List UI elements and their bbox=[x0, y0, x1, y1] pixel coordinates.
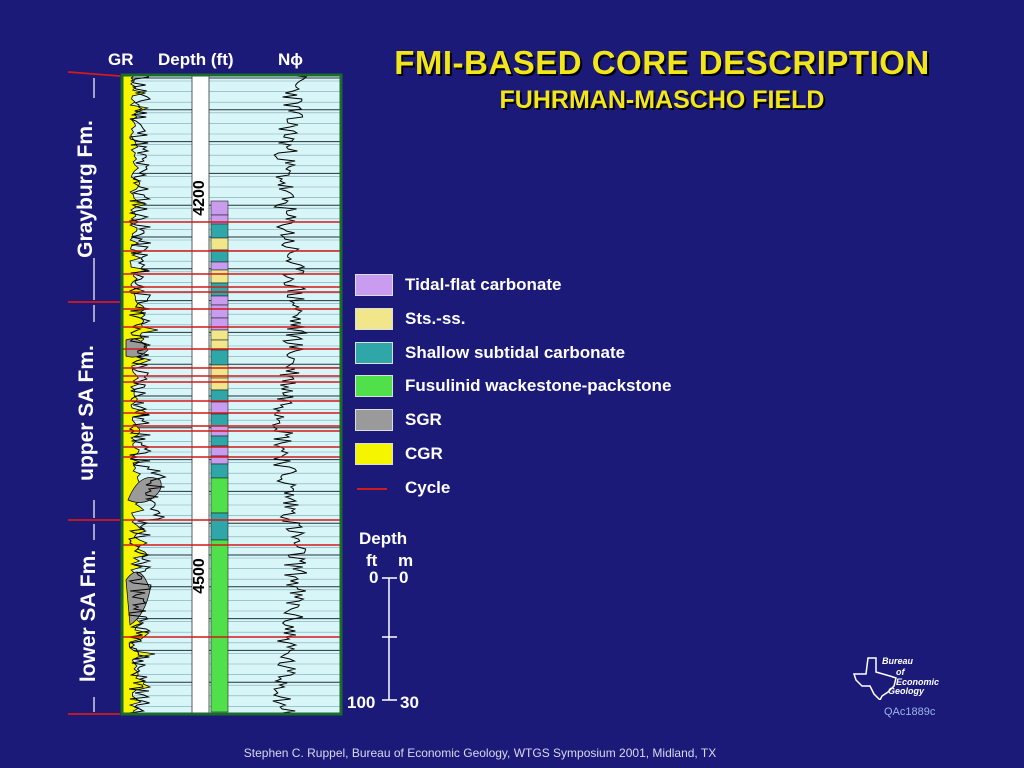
legend-swatch bbox=[355, 409, 393, 431]
legend-label: Tidal-flat carbonate bbox=[405, 275, 562, 294]
legend-item-cycle: Cycle bbox=[355, 477, 775, 501]
nphi-column-header: Nϕ bbox=[278, 50, 304, 69]
depth-scale-bar bbox=[382, 577, 397, 701]
formation-label-grayburg: Grayburg Fm. bbox=[74, 120, 97, 258]
legend-swatch bbox=[355, 443, 393, 465]
logo-word-bureau: Bureau bbox=[882, 656, 914, 666]
legend-label: Cycle bbox=[405, 478, 451, 497]
facies-block bbox=[210, 349, 229, 366]
legend-swatch bbox=[355, 342, 393, 364]
gr-column-header: GR bbox=[108, 50, 134, 69]
scale-m-top: 0 bbox=[399, 568, 409, 587]
footer-credit: Stephen C. Ruppel, Bureau of Economic Ge… bbox=[243, 746, 717, 760]
facies-block bbox=[210, 282, 229, 297]
scale-ft-top: 0 bbox=[369, 568, 379, 587]
facies-block bbox=[210, 463, 229, 479]
facies-block bbox=[210, 304, 229, 319]
log-border bbox=[120, 73, 343, 716]
formation-label-upper-sa: upper SA Fm. bbox=[75, 345, 98, 481]
facies-block bbox=[210, 295, 229, 306]
nphi-curve bbox=[272, 74, 308, 714]
facies-block bbox=[210, 413, 229, 427]
scale-m-bottom: 30 bbox=[400, 693, 419, 712]
gr-curve bbox=[128, 74, 167, 714]
figure-code: QAc1889c bbox=[884, 706, 936, 718]
facies-block bbox=[210, 519, 229, 541]
depth-track bbox=[191, 74, 210, 715]
legend-swatch bbox=[355, 308, 393, 330]
facies-block bbox=[210, 200, 229, 216]
facies-block bbox=[210, 377, 229, 391]
legend-item-sgr: SGR bbox=[355, 409, 775, 433]
legend-item-tidal-flat: Tidal-flat carbonate bbox=[355, 274, 775, 298]
facies-block bbox=[210, 261, 229, 271]
depth-label-4500: 4500 bbox=[191, 558, 208, 594]
depth-column-header: Depth (ft) bbox=[158, 50, 234, 69]
beg-logo: Bureau of Economic Geology bbox=[852, 652, 952, 702]
facies-block bbox=[210, 317, 229, 331]
legend-item-shallow-subtidal: Shallow subtidal carbonate bbox=[355, 342, 775, 366]
facies-block bbox=[210, 512, 229, 521]
legend-label: Shallow subtidal carbonate bbox=[405, 343, 626, 362]
texas-outline-icon bbox=[852, 657, 897, 700]
legend-swatch bbox=[355, 274, 393, 296]
facies-block bbox=[210, 435, 229, 447]
legend-cycle-line bbox=[357, 488, 387, 490]
scale-m-label: m bbox=[398, 551, 414, 570]
formation-boundary bbox=[67, 71, 121, 77]
log-background bbox=[122, 75, 341, 714]
facies-block bbox=[210, 539, 229, 713]
depth-label-4200: 4200 bbox=[191, 180, 208, 216]
facies-block bbox=[210, 477, 229, 514]
legend-label: CGR bbox=[405, 444, 443, 463]
legend-item-sts-ss: Sts.-ss. bbox=[355, 308, 775, 332]
facies-block bbox=[210, 237, 229, 251]
logo-word-economic: Economic bbox=[896, 677, 940, 687]
logo-word-geology: Geology bbox=[888, 686, 925, 696]
scale-ft-bottom: 100 bbox=[347, 693, 376, 712]
slide-title: FMI-BASED CORE DESCRIPTION bbox=[394, 44, 930, 81]
legend-item-cgr: CGR bbox=[355, 443, 775, 467]
facies-block bbox=[210, 269, 229, 284]
legend-label: Fusulinid wackestone-packstone bbox=[405, 376, 672, 395]
facies-block bbox=[210, 223, 229, 239]
legend-item-fusulinid: Fusulinid wackestone-packstone bbox=[355, 375, 775, 399]
scale-title: Depth bbox=[359, 529, 408, 548]
legend-label: Sts.-ss. bbox=[405, 309, 466, 328]
slide-subtitle: FUHRMAN-MASCHO FIELD bbox=[499, 86, 825, 114]
scale-ft-label: ft bbox=[366, 551, 378, 570]
facies-block bbox=[210, 329, 229, 341]
legend-label: SGR bbox=[405, 410, 442, 429]
legend-swatch bbox=[355, 375, 393, 397]
logo-word-of: of bbox=[896, 667, 905, 677]
sgr-fill bbox=[125, 571, 151, 626]
formation-label-lower-sa: lower SA Fm. bbox=[77, 549, 100, 683]
